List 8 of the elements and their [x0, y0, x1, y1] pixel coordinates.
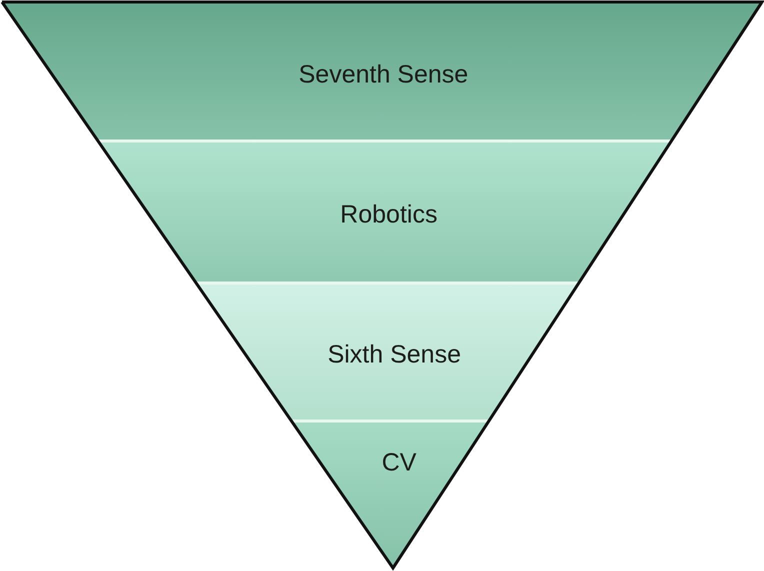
- pyramid-level: [290, 420, 490, 568]
- pyramid-level: [97, 140, 672, 282]
- level-label: CV: [382, 448, 416, 478]
- level-label: Robotics: [340, 200, 438, 230]
- level-label: Seventh Sense: [298, 60, 468, 90]
- pyramid-level: [2, 2, 762, 140]
- pyramid-level: [195, 282, 580, 420]
- level-label: Sixth Sense: [328, 340, 461, 370]
